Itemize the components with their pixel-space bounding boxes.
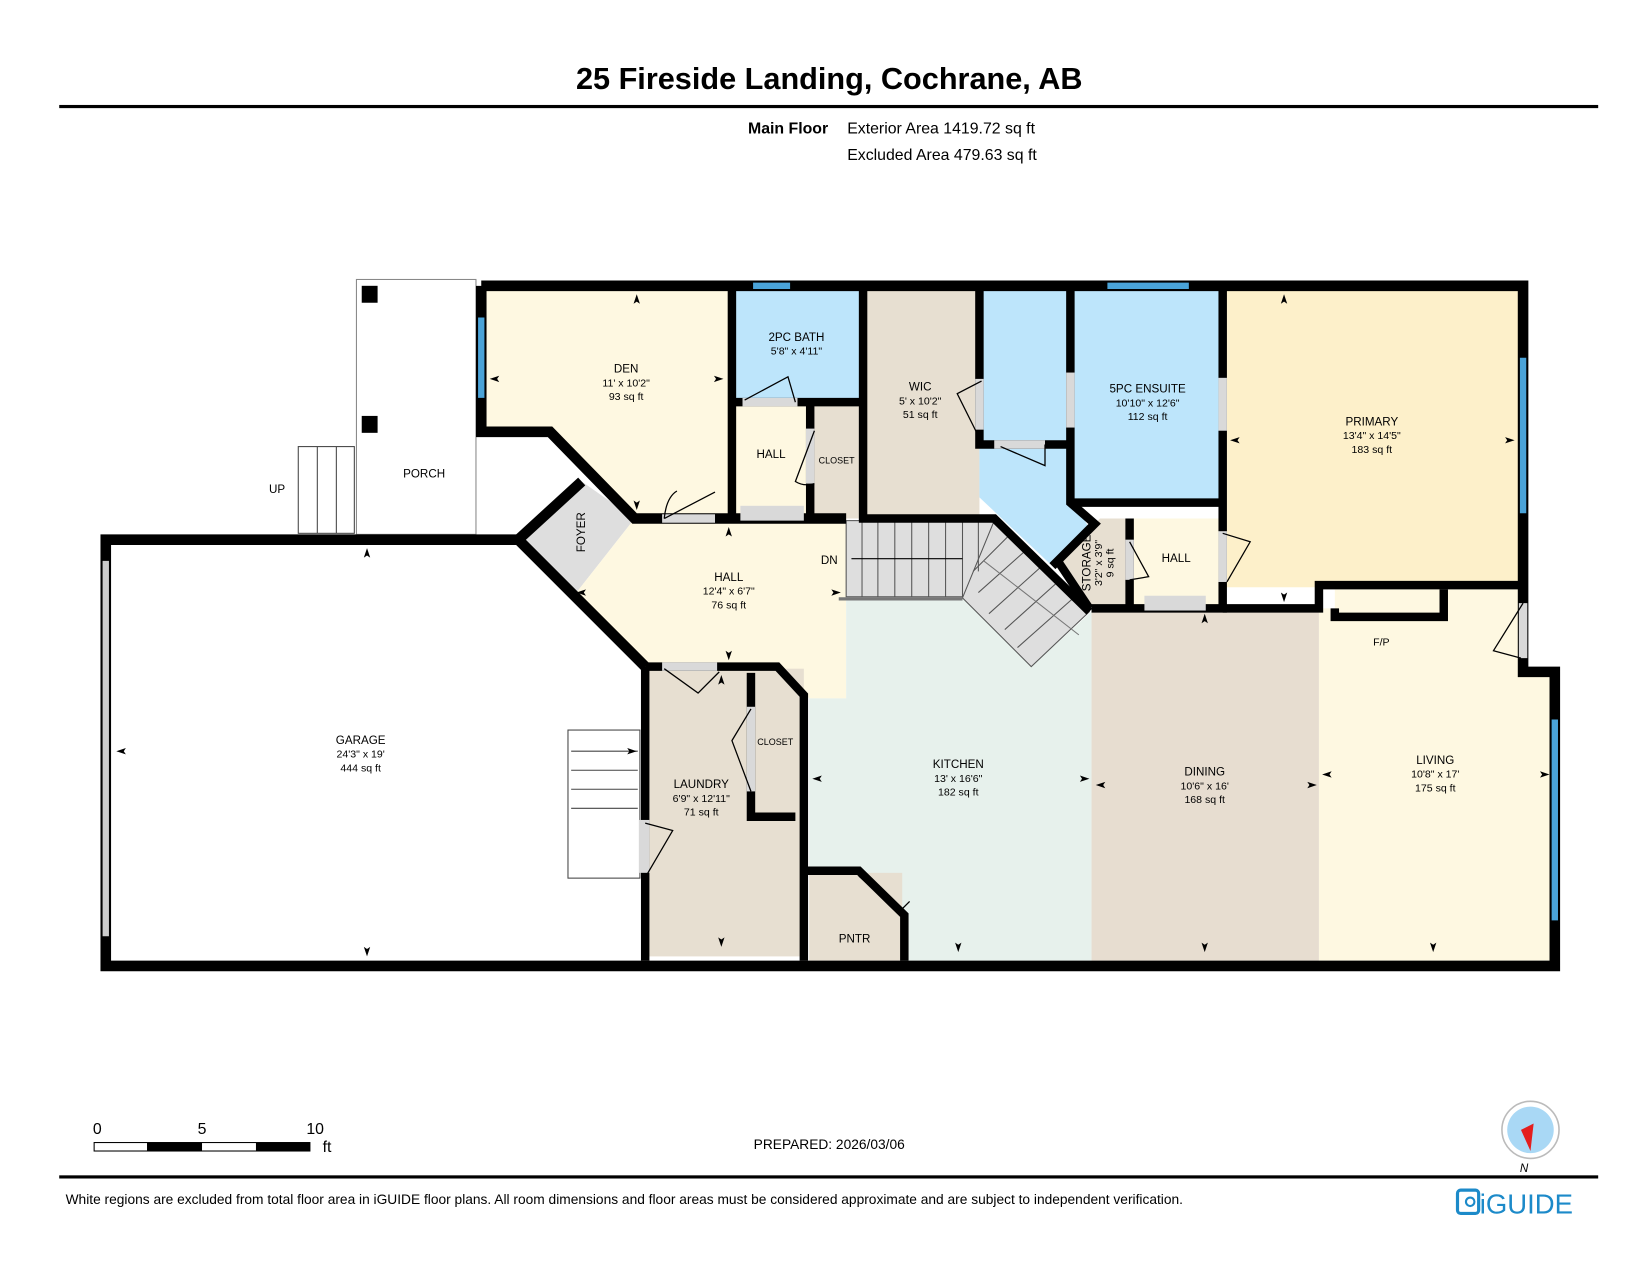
header-divider bbox=[59, 104, 1599, 109]
wic-name: WIC bbox=[909, 381, 932, 394]
hall-right-room bbox=[1129, 518, 1223, 606]
bath-2pc-dims: 5'8" x 4'11" bbox=[771, 346, 823, 358]
laundry-name: LAUNDRY bbox=[674, 778, 730, 791]
porch-outline bbox=[355, 278, 477, 535]
living-area: 175 sq ft bbox=[1415, 782, 1456, 794]
fp-area bbox=[1334, 589, 1444, 617]
den-dims: 11' x 10'2" bbox=[602, 377, 650, 389]
hall-small-room bbox=[731, 404, 811, 519]
den-name: DEN bbox=[614, 363, 639, 376]
page-title: 25 Fireside Landing, Cochrane, AB bbox=[576, 62, 1083, 96]
dimension-markers bbox=[116, 294, 1550, 957]
dining-area: 168 sq ft bbox=[1184, 794, 1225, 806]
kitchen-room bbox=[809, 597, 1092, 961]
hall-small-name: HALL bbox=[757, 448, 787, 461]
pantry-name: PNTR bbox=[839, 933, 871, 946]
wic-area: 51 sq ft bbox=[903, 409, 938, 421]
room-labels: DEN 11' x 10'2" 93 sq ft 2PC BATH 5'8" x… bbox=[269, 331, 1459, 946]
garage-dims: 24'3" x 19' bbox=[337, 749, 385, 761]
ensuite-dims: 10'10" x 12'6" bbox=[1116, 397, 1180, 409]
laundry-area: 71 sq ft bbox=[684, 807, 719, 819]
laundry-dims: 6'9" x 12'11" bbox=[673, 793, 730, 805]
den-room bbox=[481, 285, 732, 519]
primary-dims: 13'4" x 14'5" bbox=[1343, 430, 1401, 442]
closet-name: CLOSET bbox=[819, 456, 855, 466]
floor-label: Main Floor bbox=[748, 121, 828, 138]
porch-post bbox=[361, 415, 378, 433]
doors bbox=[530, 372, 1528, 913]
exterior-area: Exterior Area 1419.72 sq ft bbox=[847, 121, 1035, 138]
closet-laundry-name: CLOSET bbox=[757, 737, 793, 747]
scale-label-5: 5 bbox=[198, 1121, 207, 1138]
fireplace-label: F/P bbox=[1373, 636, 1389, 648]
living-room bbox=[1318, 589, 1555, 961]
ensuite-area: 112 sq ft bbox=[1128, 411, 1168, 423]
closet-room bbox=[810, 404, 864, 519]
brand-name: iGUIDE bbox=[1480, 1188, 1573, 1219]
prepared-date: PREPARED: 2026/03/06 bbox=[754, 1137, 905, 1152]
disclaimer: White regions are excluded from total fl… bbox=[66, 1192, 1183, 1207]
kitchen-name: KITCHEN bbox=[933, 758, 984, 771]
bath-2pc-name: 2PC BATH bbox=[768, 331, 824, 344]
up-label: UP bbox=[269, 483, 285, 496]
ensuite-name: 5PC ENSUITE bbox=[1109, 383, 1185, 396]
porch-post bbox=[361, 285, 378, 303]
pantry-room bbox=[809, 872, 903, 961]
bath-2pc-room bbox=[731, 285, 864, 405]
dining-room bbox=[1091, 608, 1319, 961]
dining-dims: 10'6" x 16' bbox=[1181, 780, 1229, 792]
excluded-area: Excluded Area 479.63 sq ft bbox=[847, 147, 1037, 164]
scale-label-10: 10 bbox=[306, 1121, 324, 1138]
kitchen-dims: 13' x 16'6" bbox=[934, 773, 983, 785]
wic-dims: 5' x 10'2" bbox=[899, 395, 942, 407]
living-dims: 10'8" x 17' bbox=[1411, 769, 1459, 781]
primary-room bbox=[1222, 285, 1524, 588]
garage-stairs bbox=[567, 729, 641, 879]
hall-main-dims: 12'4" x 6'7" bbox=[703, 586, 755, 598]
footer-divider bbox=[59, 1175, 1599, 1179]
hall-main-area: 76 sq ft bbox=[711, 599, 746, 611]
hall-main-room bbox=[576, 518, 847, 699]
hall-right-name: HALL bbox=[1162, 552, 1192, 565]
storage-dims: 3'2" x 3'9" bbox=[1093, 540, 1105, 586]
den-area: 93 sq ft bbox=[609, 391, 644, 403]
primary-area: 183 sq ft bbox=[1352, 444, 1393, 456]
foyer-room bbox=[523, 481, 635, 593]
compass-north-label: N bbox=[1520, 1162, 1529, 1175]
wic-room bbox=[863, 285, 980, 517]
dining-name: DINING bbox=[1184, 766, 1225, 779]
stairs-down bbox=[838, 519, 1091, 668]
garage-area: 444 sq ft bbox=[340, 762, 381, 774]
kitchen-area: 182 sq ft bbox=[938, 787, 979, 799]
storage-name: STORAGE bbox=[1080, 534, 1093, 591]
ensuite-closet-room bbox=[979, 285, 1090, 567]
garage-name: GARAGE bbox=[336, 734, 386, 747]
primary-name: PRIMARY bbox=[1345, 415, 1398, 428]
scale-bar: 0 5 10 ft bbox=[93, 1121, 332, 1156]
porch-steps bbox=[297, 446, 355, 534]
scale-label-0: 0 bbox=[93, 1121, 102, 1138]
living-name: LIVING bbox=[1416, 754, 1454, 767]
scale-unit: ft bbox=[323, 1139, 332, 1156]
storage-area: 9 sq ft bbox=[1105, 548, 1117, 577]
stairs-dn-label: DN bbox=[821, 554, 838, 567]
foyer-name: FOYER bbox=[575, 512, 588, 552]
windows bbox=[102, 282, 1558, 937]
hall-main-name: HALL bbox=[714, 571, 744, 584]
ensuite-room bbox=[1072, 285, 1223, 504]
iguide-logo: iGUIDE bbox=[1455, 1188, 1573, 1219]
compass-icon: N bbox=[1501, 1100, 1560, 1175]
room-fills bbox=[481, 285, 1555, 961]
porch-name: PORCH bbox=[403, 467, 445, 480]
